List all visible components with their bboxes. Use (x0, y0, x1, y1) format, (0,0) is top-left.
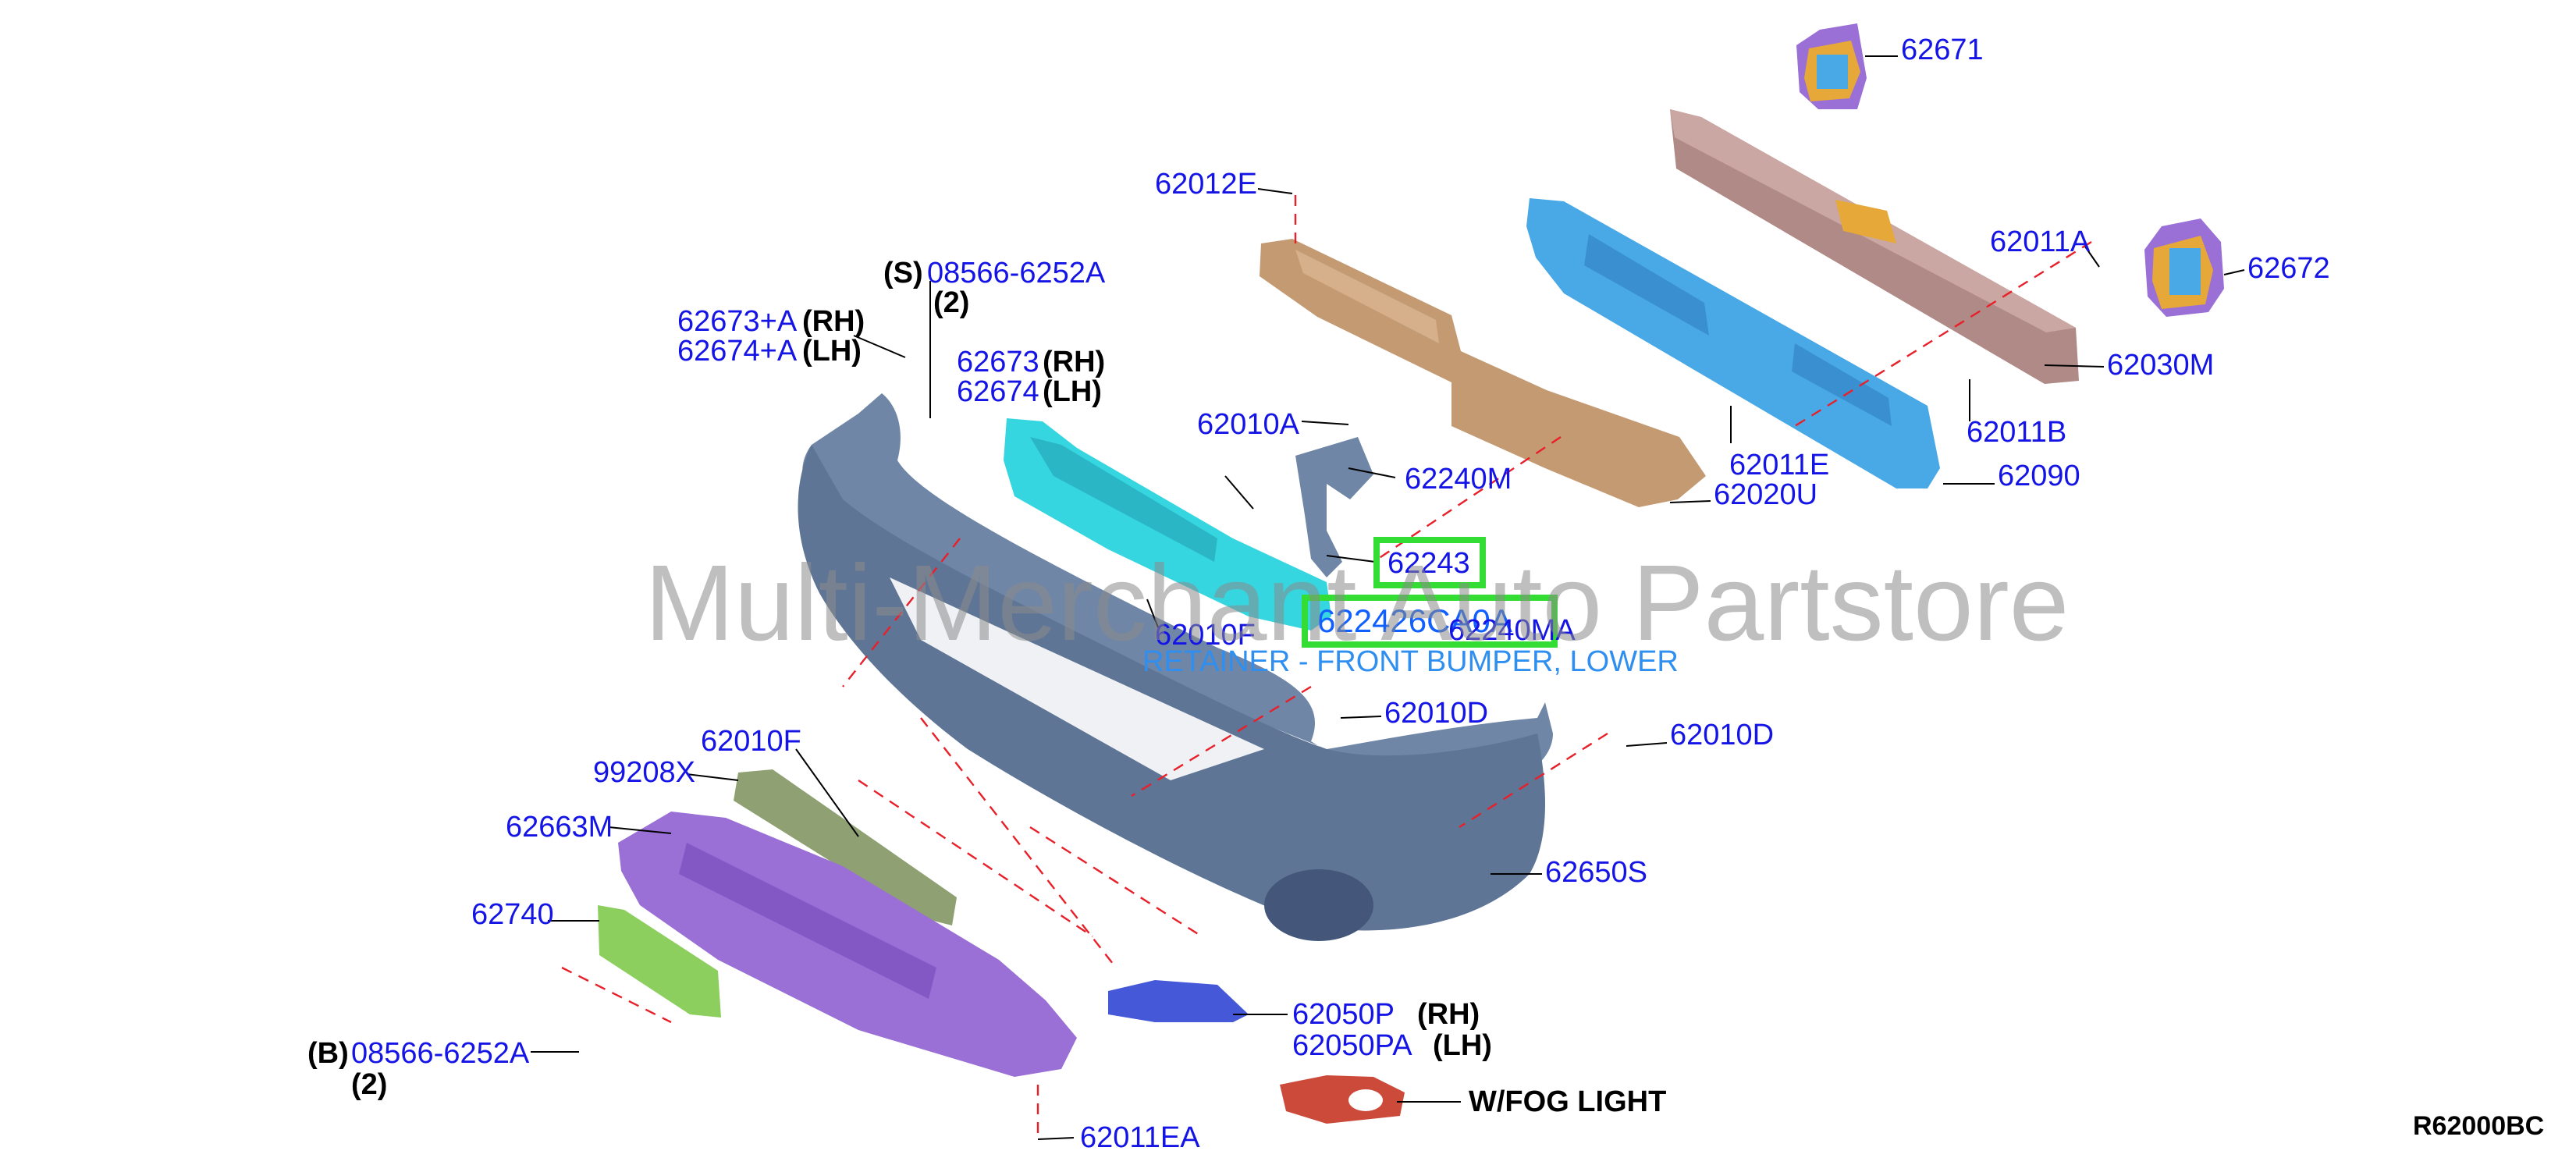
note-lh-1: (LH) (802, 335, 862, 368)
fog-bezel-fog-light-part[interactable] (1280, 1075, 1405, 1124)
energy-absorber-62090-part[interactable] (1526, 198, 1940, 488)
label-62740[interactable]: 62740 (471, 898, 554, 931)
label-62011b[interactable]: 62011B (1967, 416, 2066, 449)
label-62050p[interactable]: 62050P (1292, 998, 1395, 1031)
diagram-code: R62000BC (2413, 1111, 2544, 1141)
label-62243[interactable]: 62243 (1387, 547, 1470, 580)
bumper-fascia-62650s-part[interactable] (798, 393, 1554, 941)
label-62010f-left[interactable]: 62010F (701, 725, 801, 758)
note-rh-1: (RH) (802, 305, 865, 338)
note-rh-3: (RH) (1417, 998, 1480, 1031)
label-62671[interactable]: 62671 (1901, 34, 1984, 66)
under-cover-62663m-part[interactable] (618, 812, 1077, 1077)
note-lh-3: (LH) (1433, 1029, 1492, 1062)
label-62030m[interactable]: 62030M (2107, 349, 2214, 382)
label-62010d-center[interactable]: 62010D (1384, 697, 1488, 730)
label-08566-6252a-bottom[interactable]: 08566-6252A (351, 1037, 530, 1070)
label-62650s[interactable]: 62650S (1545, 856, 1647, 889)
label-62240m[interactable]: 62240M (1405, 463, 1512, 496)
crash-box-62671-part[interactable] (1796, 23, 1867, 109)
bracket-62240m-part[interactable] (1295, 437, 1373, 577)
label-62020u[interactable]: 62020U (1714, 478, 1817, 511)
label-62010f-center[interactable]: 62010F (1155, 619, 1256, 652)
crash-box-62672-part[interactable] (2144, 218, 2224, 317)
label-62090[interactable]: 62090 (1998, 460, 2080, 492)
leader-lines (531, 55, 2245, 1140)
watermark: Multi-Merchant Auto Partstore (645, 543, 2069, 663)
note-b-bottom: (B) (307, 1037, 349, 1070)
label-62012e[interactable]: 62012E (1155, 168, 1257, 201)
label-62663m[interactable]: 62663M (506, 811, 613, 844)
label-62011e[interactable]: 62011E (1729, 449, 1829, 481)
part-tooltip: RETAINER - FRONT BUMPER, LOWER (1142, 645, 1679, 678)
label-08566-6252a-top[interactable]: 08566-6252A (927, 257, 1106, 290)
reinforcement-62030m-part[interactable] (1670, 109, 2079, 384)
note-rh-2: (RH) (1043, 346, 1105, 378)
bracket-plate-62740-part[interactable] (598, 905, 721, 1018)
assembly-lines (561, 195, 2092, 1139)
highlight-box-622426ca0a (1302, 595, 1558, 648)
splash-shield-62020u-part[interactable] (1260, 239, 1706, 507)
label-62240ma[interactable]: 62240MA (1448, 614, 1576, 647)
highlight-box-62243 (1373, 537, 1486, 588)
label-62673[interactable]: 62673 (957, 346, 1039, 378)
retainer-62243-part[interactable] (1004, 418, 1331, 631)
grille-strip-99208x-part[interactable] (734, 769, 957, 925)
label-62672[interactable]: 62672 (2247, 252, 2330, 285)
note-fog-light: W/FOG LIGHT (1469, 1085, 1666, 1118)
label-62011ea[interactable]: 62011EA (1080, 1121, 1200, 1154)
note-qty-top: (2) (933, 286, 969, 319)
label-622426ca0a[interactable]: 622426CA0A (1317, 602, 1512, 639)
label-62010a[interactable]: 62010A (1197, 408, 1300, 441)
note-lh-2: (LH) (1043, 375, 1102, 408)
label-62011a[interactable]: 62011A (1990, 226, 2091, 258)
note-s-top: (S) (883, 257, 923, 290)
label-62050pa[interactable]: 62050PA (1292, 1029, 1412, 1062)
label-62010d-right[interactable]: 62010D (1670, 719, 1774, 751)
label-62674a[interactable]: 62674+A (677, 335, 798, 368)
label-99208x[interactable]: 99208X (593, 756, 695, 789)
note-qty-bottom: (2) (351, 1068, 387, 1101)
label-62673a[interactable]: 62673+A (677, 305, 798, 338)
fog-bezel-62050p-part[interactable] (1108, 980, 1249, 1022)
label-62674[interactable]: 62674 (957, 375, 1039, 408)
